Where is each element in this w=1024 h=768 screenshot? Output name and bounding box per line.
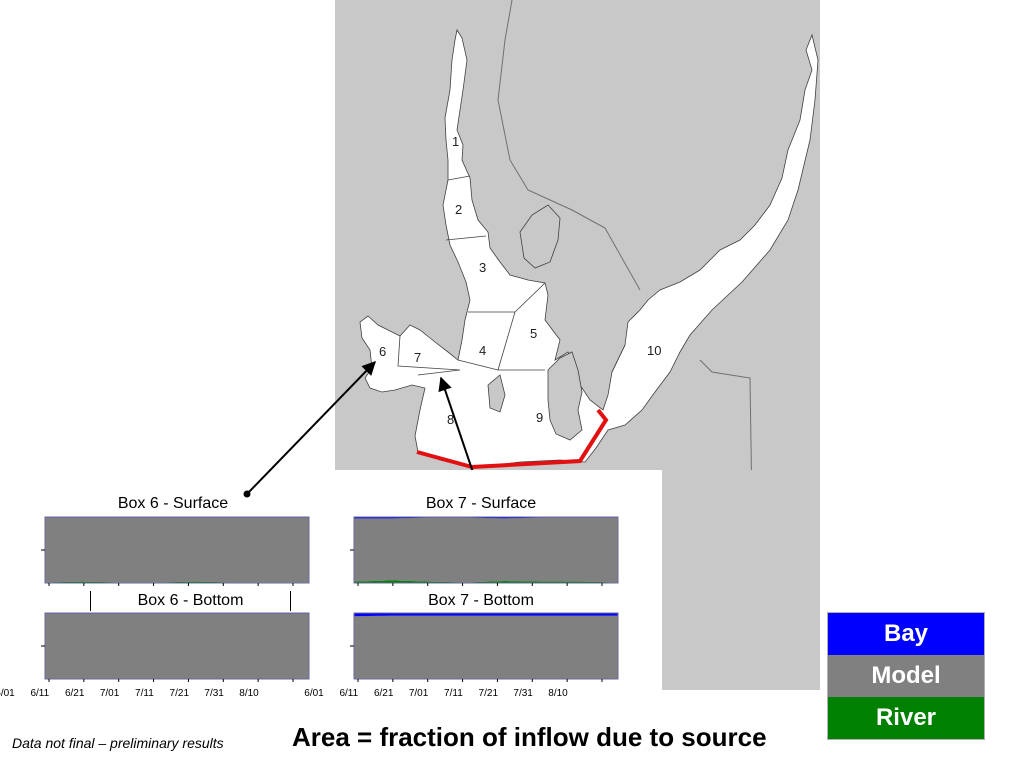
area-series-river	[354, 580, 618, 583]
box-label-1: 1	[452, 134, 459, 149]
box-partitions	[397, 175, 626, 376]
x-tick-label: 6/01	[0, 688, 15, 699]
legend-item-model: Model	[828, 655, 984, 697]
map-border-line	[497, 0, 641, 291]
box-label-9: 9	[536, 410, 543, 425]
x-tick-label: 7/11	[135, 688, 154, 699]
box-label-3: 3	[479, 260, 486, 275]
box-label-2: 2	[455, 202, 462, 217]
chart-title-box6-surface: Box 6 - Surface	[117, 495, 229, 512]
chart-title-box7-surface: Box 7 - Surface	[425, 495, 537, 512]
chart-box6-bottom	[41, 612, 310, 682]
x-tick-label: 7/01	[408, 688, 429, 699]
x-tick-label: 6/01	[304, 688, 324, 699]
legend: Bay Model River	[827, 612, 985, 740]
legend-item-river: River	[828, 697, 984, 739]
x-tick-label: 7/21	[478, 688, 499, 699]
arrow-box6	[246, 360, 376, 495]
x-tick-label: 7/31	[513, 688, 533, 699]
chart-title-box6-bottom: Box 6 - Bottom	[90, 591, 291, 611]
x-tick-label: 7/11	[444, 688, 463, 699]
area-series-model	[354, 517, 618, 583]
x-tick-label: 8/10	[548, 688, 568, 699]
box-label-5: 5	[530, 326, 537, 341]
x-tick-label: 6/21	[373, 688, 394, 699]
chart-title-box7-bottom: Box 7 - Bottom	[428, 592, 534, 609]
x-tick-label: 8/10	[239, 688, 259, 699]
island	[519, 204, 561, 269]
chart-box7-bottom	[350, 612, 619, 682]
chart-box6-surface	[41, 516, 310, 586]
model-boundary-line	[416, 408, 609, 470]
x-tick-label: 7/21	[169, 688, 190, 699]
box-label-10: 10	[647, 343, 661, 358]
box-label-7: 7	[414, 350, 421, 365]
area-series-model	[354, 615, 618, 679]
area-series-bay	[354, 613, 618, 617]
arrow-box6-dot	[243, 490, 251, 498]
x-tick-label: 6/21	[64, 688, 85, 699]
chart-box7-surface	[350, 516, 619, 586]
box-label-4: 4	[479, 343, 486, 358]
legend-item-bay: Bay	[828, 613, 984, 655]
island	[487, 374, 506, 413]
arrow-box7	[438, 376, 479, 488]
area-series-model	[45, 613, 309, 679]
island	[547, 351, 583, 441]
x-tick-label: 6/11	[339, 688, 359, 699]
x-tick-label: 6/11	[30, 688, 50, 699]
x-tick-label: 7/31	[204, 688, 224, 699]
disclaimer: Data not final – preliminary results	[12, 735, 224, 751]
area-series-model	[45, 517, 309, 583]
caption: Area = fraction of inflow due to source	[292, 722, 767, 752]
x-tick-label: 7/01	[99, 688, 120, 699]
box-label-8: 8	[447, 412, 454, 427]
box-label-6: 6	[379, 344, 386, 359]
bay-water	[359, 28, 819, 469]
map-land-east-lower	[662, 470, 820, 690]
